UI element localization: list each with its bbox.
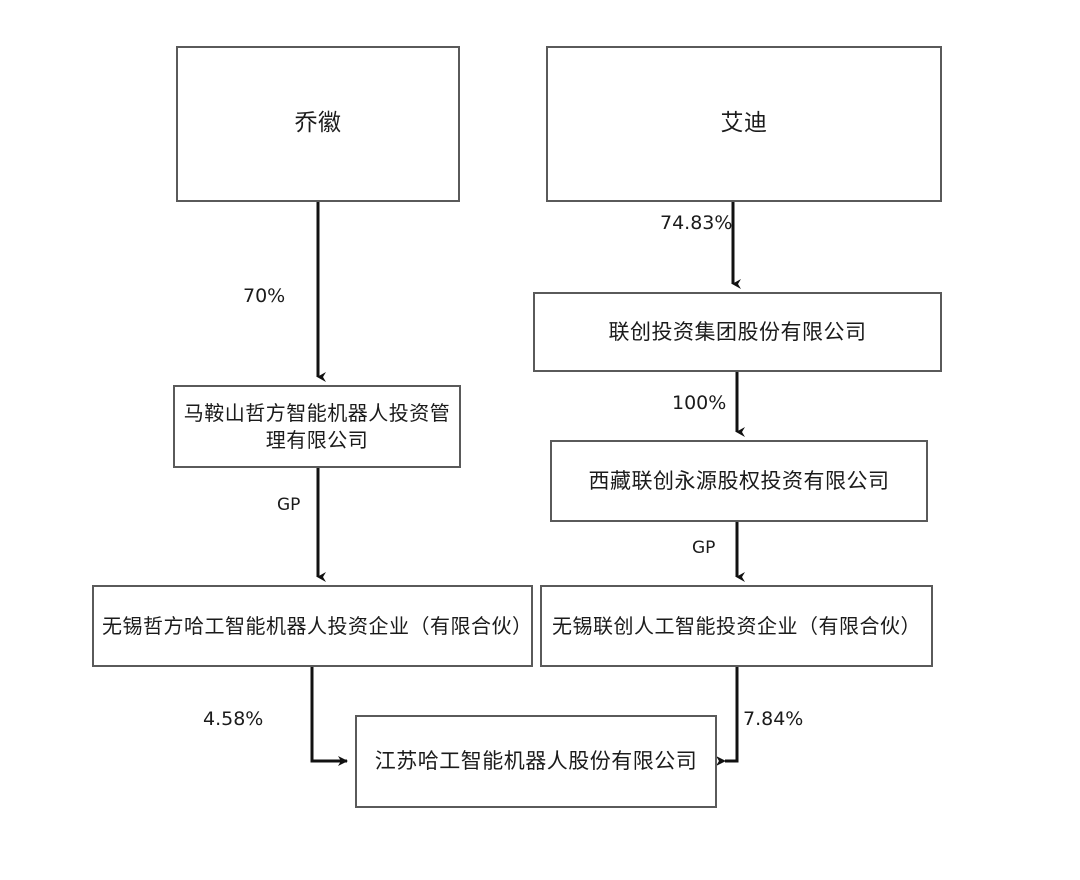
node-jiangsu-hagong[interactable]: 江苏哈工智能机器人股份有限公司 — [355, 715, 717, 808]
node-qiaohui-label: 乔徽 — [294, 110, 342, 137]
edge-label-100-percent: 100% — [672, 392, 727, 414]
node-wuxi-zhefang-label: 无锡哲方哈工智能机器人投资企业（有限合伙） — [102, 613, 533, 638]
edge-label-784-percent: 7.84% — [743, 708, 804, 730]
node-aidi[interactable]: 艾迪 — [546, 46, 942, 202]
node-aidi-label: 艾迪 — [720, 110, 768, 137]
edge-label-70-percent: 70% — [243, 285, 286, 307]
node-maanshan-zhefang[interactable]: 马鞍山哲方智能机器人投资管理有限公司 — [173, 385, 461, 468]
node-lianchuang-investment-group[interactable]: 联创投资集团股份有限公司 — [533, 292, 942, 372]
node-maanshan-label: 马鞍山哲方智能机器人投资管理有限公司 — [183, 400, 451, 452]
edge-label-458-percent: 4.58% — [203, 708, 264, 730]
edge-wuxi-zhefang-to-jiangsu — [310, 667, 348, 766]
node-wuxi-zhefang-partnership[interactable]: 无锡哲方哈工智能机器人投资企业（有限合伙） — [92, 585, 533, 667]
node-wuxi-lianchuang-partnership[interactable]: 无锡联创人工智能投资企业（有限合伙） — [540, 585, 933, 667]
node-lianchuang-label: 联创投资集团股份有限公司 — [608, 319, 867, 344]
node-jiangsu-label: 江苏哈工智能机器人股份有限公司 — [374, 749, 698, 774]
node-qiaohui[interactable]: 乔徽 — [176, 46, 460, 202]
edge-label-gp-right: GP — [692, 538, 716, 558]
edge-wuxi-lianchuang-to-jiangsu — [716, 667, 739, 766]
node-xizang-lianchuang-yongyuan[interactable]: 西藏联创永源股权投资有限公司 — [550, 440, 928, 522]
node-wuxi-lianchuang-label: 无锡联创人工智能投资企业（有限合伙） — [552, 613, 921, 638]
node-xizang-label: 西藏联创永源股权投资有限公司 — [588, 468, 890, 493]
edge-label-7483-percent: 74.83% — [660, 212, 733, 234]
edge-label-gp-left: GP — [277, 495, 301, 515]
